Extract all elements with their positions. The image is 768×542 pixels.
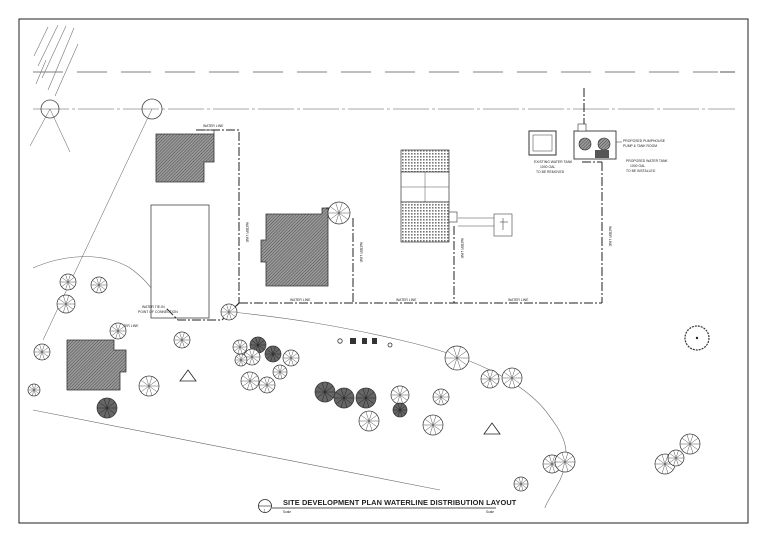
sheet-border <box>18 18 749 524</box>
pipe-label: WATER LINE <box>203 124 224 128</box>
existing-tank-label: EXISTING WATER TANK <box>534 160 573 164</box>
proposed-pumphouse <box>573 123 617 160</box>
tree-symbol <box>90 276 108 294</box>
tree-symbol <box>232 339 248 355</box>
proposed-pump-label: PROPOSED PUMPHOUSE <box>623 139 666 143</box>
tree-symbol <box>264 345 282 363</box>
parking-pad <box>150 204 210 319</box>
tank-callouts: EXISTING WATER TANK 1000 GAL TO BE REMOV… <box>534 139 668 174</box>
tree-symbol <box>480 369 500 389</box>
pipe-label: WATER LINE <box>118 324 139 328</box>
tree-symbol <box>501 367 523 389</box>
tree-symbol <box>679 433 701 455</box>
tree-symbol <box>667 449 685 467</box>
proposed-tank-capacity: 1000 GAL <box>630 164 645 168</box>
pipe-label: WATER LINE <box>608 226 612 247</box>
road <box>33 71 735 110</box>
tree-symbol <box>234 353 248 367</box>
tree-symbol <box>513 476 529 492</box>
tree-symbol <box>390 385 410 405</box>
tree-symbol <box>59 273 77 291</box>
tree-symbol <box>392 402 408 418</box>
pipe-labels: WATER LINE WATER LINE WATER LINE WATER L… <box>118 124 612 328</box>
building-a <box>155 129 215 183</box>
guy-lines <box>29 108 153 341</box>
tree-symbol <box>432 388 450 406</box>
tree-symbol <box>96 397 118 419</box>
building-c <box>400 149 458 243</box>
pipe-label: POINT OF CONNECTION <box>138 310 178 314</box>
upper-left-hatching <box>33 24 79 97</box>
tree-symbol <box>314 381 336 403</box>
proposed-tank-label: PROPOSED WATER TANK <box>626 159 668 163</box>
pipe-label: WATER LINE <box>460 238 464 259</box>
utility-pole <box>141 98 163 120</box>
scale-label-left: Scale <box>283 510 291 514</box>
pipe-label: WATER LINE <box>396 298 417 302</box>
septic-markers <box>337 338 393 348</box>
pipe-label: WATER LINE <box>359 242 363 263</box>
tree-symbol <box>554 451 576 473</box>
tree-symbol <box>258 376 276 394</box>
pipe-label: WATER LINE <box>245 222 249 243</box>
tree-symbol <box>282 349 300 367</box>
building-b <box>260 207 329 287</box>
drawing-title: SITE DEVELOPMENT PLAN WATERLINE DISTRIBU… <box>283 498 517 507</box>
tree-symbol <box>27 383 41 397</box>
tree-symbol <box>33 343 51 361</box>
tree-symbol <box>138 375 160 397</box>
tree-symbol <box>327 201 351 225</box>
proposed-pump-note: PUMP & TANK ROOM <box>623 144 657 148</box>
tree-symbol <box>220 303 238 321</box>
tree-symbol <box>243 348 261 366</box>
pipe-label: WATER TIE-IN <box>142 305 165 309</box>
existing-tank-note: TO BE REMOVED <box>536 170 565 174</box>
tree-symbol <box>240 371 260 391</box>
tree-symbol <box>56 294 76 314</box>
small-structure <box>458 213 513 237</box>
water-line-network <box>165 88 603 321</box>
existing-water-tank <box>528 130 557 156</box>
tree-symbol <box>272 364 288 380</box>
pipe-label: WATER LINE <box>508 298 529 302</box>
title-block: 1 SITE DEVELOPMENT PLAN WATERLINE DISTRI… <box>258 498 517 514</box>
tree-symbol <box>355 387 377 409</box>
trees-layer <box>27 201 710 492</box>
existing-tank-capacity: 1000 GAL <box>540 165 555 169</box>
pipe-label: WATER LINE <box>290 298 311 302</box>
scale-label-right: Scale <box>486 510 494 514</box>
building-d <box>66 339 127 391</box>
tree-symbol <box>444 345 470 371</box>
title-number: 1 <box>264 509 266 513</box>
tree-symbol <box>109 322 127 340</box>
tree-symbol <box>684 325 710 351</box>
tree-symbol <box>173 331 191 349</box>
tree-symbol <box>422 414 444 436</box>
survey-markers <box>179 369 501 435</box>
tree-symbol <box>358 410 380 432</box>
proposed-tank-note: TO BE INSTALLED <box>626 169 656 173</box>
utility-pole <box>40 99 60 119</box>
tree-symbol <box>333 387 355 409</box>
